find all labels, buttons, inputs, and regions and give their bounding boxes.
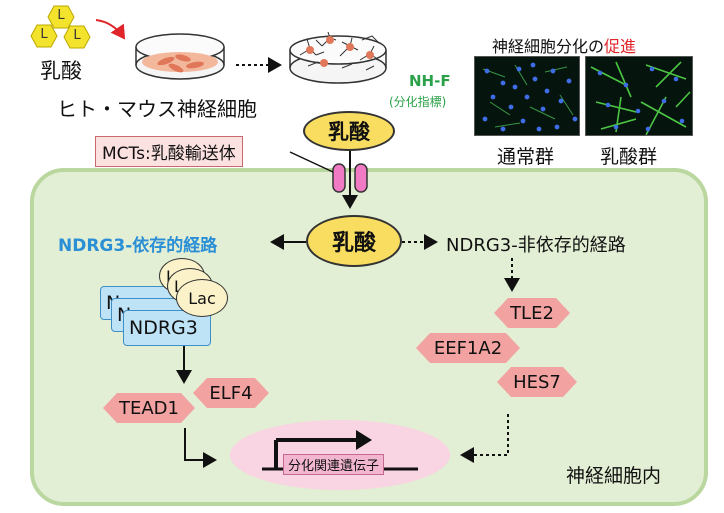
factor-eef1a2: EEF1A2 bbox=[416, 333, 520, 363]
lactate-molecule-letter: L bbox=[73, 28, 81, 43]
factor-hes7: HES7 bbox=[497, 367, 577, 397]
promotion-title-prefix: 神経細胞分化の bbox=[492, 37, 605, 56]
cell-location-label: 神経細胞内 bbox=[566, 465, 662, 487]
neuron-dish-icon bbox=[289, 31, 387, 84]
lactate-molecule-letter: L bbox=[57, 8, 65, 23]
promotion-title-highlight: 促進 bbox=[604, 37, 637, 56]
lactate-molecule-icon: L bbox=[47, 5, 75, 29]
lactate-micrograph bbox=[585, 56, 693, 136]
right-factors-to-genes-arrow bbox=[460, 414, 509, 463]
cells-label: ヒト・マウス神経細胞 bbox=[57, 97, 257, 121]
promotion-title: 神経細胞分化の促進 bbox=[492, 33, 636, 57]
lactate-molecule-icon: L bbox=[30, 24, 58, 48]
mct-label-connector bbox=[289, 151, 334, 173]
lactate-group-label: 乳酸群 bbox=[600, 146, 658, 168]
left-factors-to-genes-arrow bbox=[184, 428, 217, 468]
lactate-molecule-letter: L bbox=[40, 27, 48, 42]
target-genes-label: 分化関連遺伝子 bbox=[283, 454, 385, 475]
lactate-label: 乳酸 bbox=[40, 59, 82, 83]
factor-tead1: TEAD1 bbox=[103, 393, 195, 423]
factor-elf4: ELF4 bbox=[193, 378, 269, 408]
ndrg3-independent-pathway: NDRG3-非依存的経路 bbox=[446, 235, 626, 256]
lactate-ligand-middle-label: L bbox=[174, 276, 183, 296]
petri-dish-icon bbox=[135, 33, 225, 80]
factor-tle2: TLE2 bbox=[494, 298, 570, 328]
control-micrograph bbox=[474, 56, 580, 136]
lactate-ligand: Lac bbox=[176, 279, 228, 317]
ndrg3-protein-label: NDRG3 bbox=[129, 317, 198, 339]
marker-sublabel: (分化指標) bbox=[389, 95, 447, 109]
lactate-to-dish-arrow bbox=[95, 19, 126, 40]
intracellular-lactate: 乳酸 bbox=[306, 215, 402, 267]
lactate-molecule-icon: L bbox=[63, 25, 91, 49]
control-group-label: 通常群 bbox=[497, 146, 555, 168]
mct-channel-icon bbox=[332, 163, 368, 193]
ndrg3-protein-card: NDRG3 bbox=[123, 310, 211, 346]
mct-transporter-label: MCTs:乳酸輸送体 bbox=[95, 136, 243, 167]
extracellular-lactate: 乳酸 bbox=[303, 111, 395, 151]
ndrg3-dependent-pathway: NDRG3-依存的経路 bbox=[58, 236, 218, 256]
marker-label: NH-F bbox=[409, 72, 451, 90]
